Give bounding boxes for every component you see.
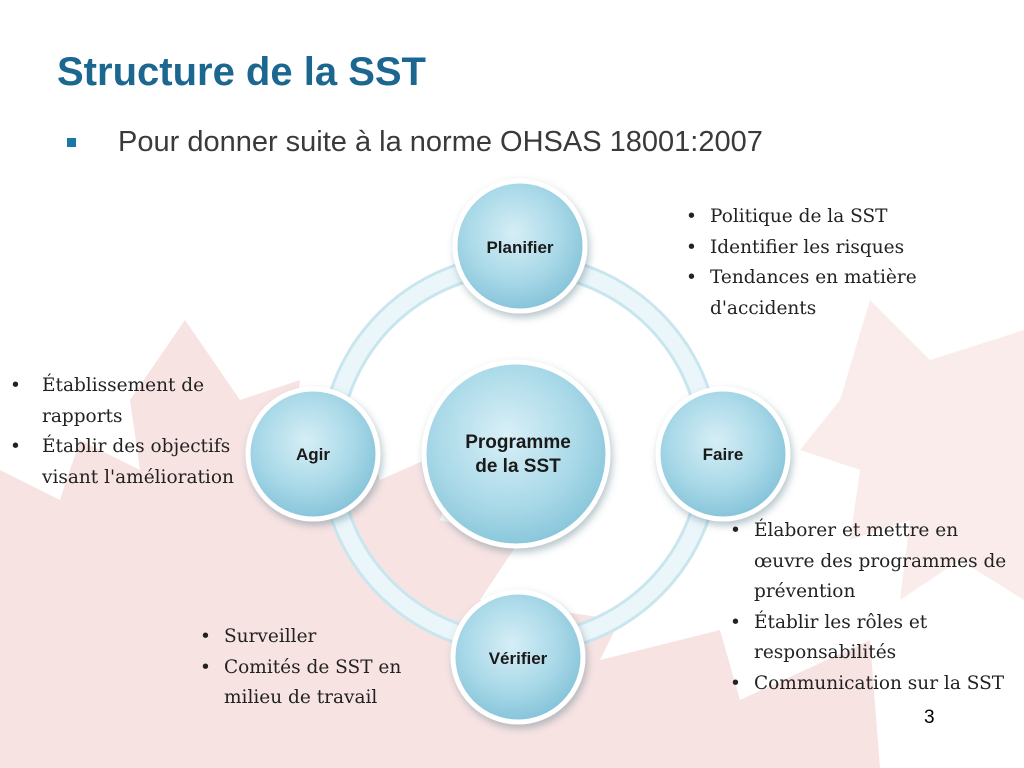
page-number: 3 (924, 707, 935, 728)
subtitle-text: Pour donner suite à la norme OHSAS 18001… (118, 126, 763, 158)
node-verifier: Vérifier (450, 589, 586, 725)
planifier-bullet-list: Politique de la SST Identifier les risqu… (678, 202, 928, 324)
list-item: Établir des objectifs visant l'améliorat… (0, 432, 250, 493)
node-faire-label: Faire (703, 445, 744, 464)
list-item: Élaborer et mettre en œuvre des programm… (722, 516, 1012, 608)
list-item: Établissement de rapports (0, 371, 250, 432)
node-verifier-label: Vérifier (489, 649, 548, 668)
list-item: Identifier les risques (678, 233, 928, 264)
faire-bullet-list: Élaborer et mettre en œuvre des programm… (722, 516, 1012, 699)
list-item: Communication sur la SST (722, 669, 1012, 700)
node-faire: Faire (655, 386, 791, 522)
center-node: Programme de la SST (421, 359, 611, 549)
node-planifier: Planifier (452, 178, 588, 314)
center-label-line2: de la SST (475, 456, 561, 477)
center-label-line1: Programme (465, 432, 571, 453)
node-agir: Agir (245, 386, 381, 522)
agir-bullet-list: Établissement de rapports Établir des ob… (0, 371, 250, 493)
list-item: Comités de SST en milieu de travail (192, 653, 402, 714)
node-planifier-label: Planifier (486, 238, 553, 257)
list-item: Surveiller (192, 622, 402, 653)
verifier-bullet-list: Surveiller Comités de SST en milieu de t… (192, 622, 402, 714)
list-item: Politique de la SST (678, 202, 928, 233)
slide-title: Structure de la SST (57, 50, 426, 94)
node-agir-label: Agir (296, 445, 330, 464)
square-bullet-icon (67, 138, 76, 147)
list-item: Établir les rôles et responsabilités (722, 608, 1012, 669)
list-item: Tendances en matière d'accidents (678, 263, 928, 324)
